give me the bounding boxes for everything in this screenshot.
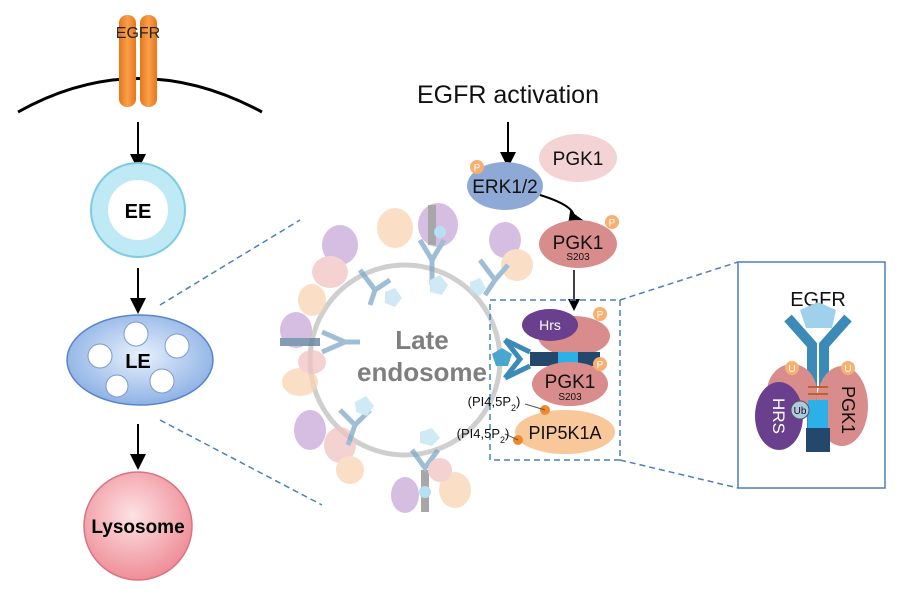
inset-u-mark-1: U — [788, 364, 795, 375]
hrs-phospho-mark: P — [597, 310, 604, 321]
late-endosome-large: Late endosome — [280, 203, 533, 513]
arrow-pgk1-to-phospho — [539, 194, 584, 229]
egfr-activation-label: EGFR activation — [417, 81, 599, 109]
inset-hrs-label: HRS — [769, 398, 788, 434]
zoom-line-top — [159, 219, 301, 306]
plasma-membrane — [17, 77, 263, 114]
inset-hrs — [755, 382, 803, 450]
late-endosome-label-1: Late — [395, 325, 448, 355]
late-endosome-small: LE — [66, 314, 214, 406]
hrs-egfr-complex: Hrs P PGK1 S203 P PIP5K1A (PI4,5P2) (PI4… — [457, 307, 615, 454]
inset-zoom-bottom — [619, 459, 739, 489]
inset-egfr-label: EGFR — [790, 289, 846, 311]
pgk1-phospho-node: PGK1 S203 P — [539, 215, 619, 268]
pip-label-2: (PI4,5P2) — [457, 426, 510, 445]
pgk1-node: PGK1 — [539, 134, 617, 182]
pgk1-label: PGK1 — [553, 149, 604, 170]
inset-ub — [790, 400, 810, 420]
hrs-label: Hrs — [539, 317, 561, 333]
complex-zoom-box — [489, 299, 621, 461]
lysosome: Lysosome — [83, 471, 193, 581]
pgk1-complex-site: S203 — [558, 392, 582, 403]
pgk1-complex-label: PGK1 — [545, 372, 596, 393]
pgk1-complex — [532, 362, 608, 406]
erk-label: ERK1/2 — [472, 177, 537, 198]
pip-label-1: (PI4,5P2) — [468, 394, 521, 413]
inset-zoom-top — [619, 261, 739, 301]
pgk1-phospho-mark-label: P — [609, 218, 616, 229]
hrs-node — [522, 309, 578, 341]
zoom-line-bottom — [159, 419, 323, 506]
pip5k1a-label: PIP5K1A — [528, 423, 601, 443]
late-endosome-label-2: endosome — [357, 357, 487, 387]
ee-label: EE — [125, 201, 152, 223]
le-label: LE — [125, 351, 151, 373]
pgk1-complex-phospho-mark: P — [597, 360, 604, 371]
pgk1-phospho-mark — [605, 215, 619, 229]
inset-pgk1-label: PGK1 — [838, 386, 858, 434]
lysosome-label: Lysosome — [91, 517, 184, 538]
inset-pgk1 — [816, 366, 868, 446]
pgk1-phospho-site: S203 — [566, 252, 590, 263]
pgk1-phospho-label: PGK1 — [553, 233, 604, 254]
early-endosome: EE — [90, 162, 186, 258]
erk-node: ERK1/2 P — [467, 160, 543, 210]
inset-panel: EGFR U U HRS Ub PGK1 — [737, 261, 886, 489]
egfr-label: EGFR — [116, 25, 160, 42]
erk-phospho-label: P — [474, 163, 481, 174]
membrane-receptor-group: EGFR — [17, 15, 263, 114]
pip5k1a-node — [515, 410, 615, 454]
egfr-receptor-left — [119, 15, 136, 107]
inset-egf-ligand — [800, 302, 836, 328]
inset-u-mark-2: U — [844, 364, 851, 375]
inset-ub-label: Ub — [794, 406, 807, 417]
erk-phospho — [470, 160, 484, 174]
egfr-receptor-right — [140, 15, 157, 107]
